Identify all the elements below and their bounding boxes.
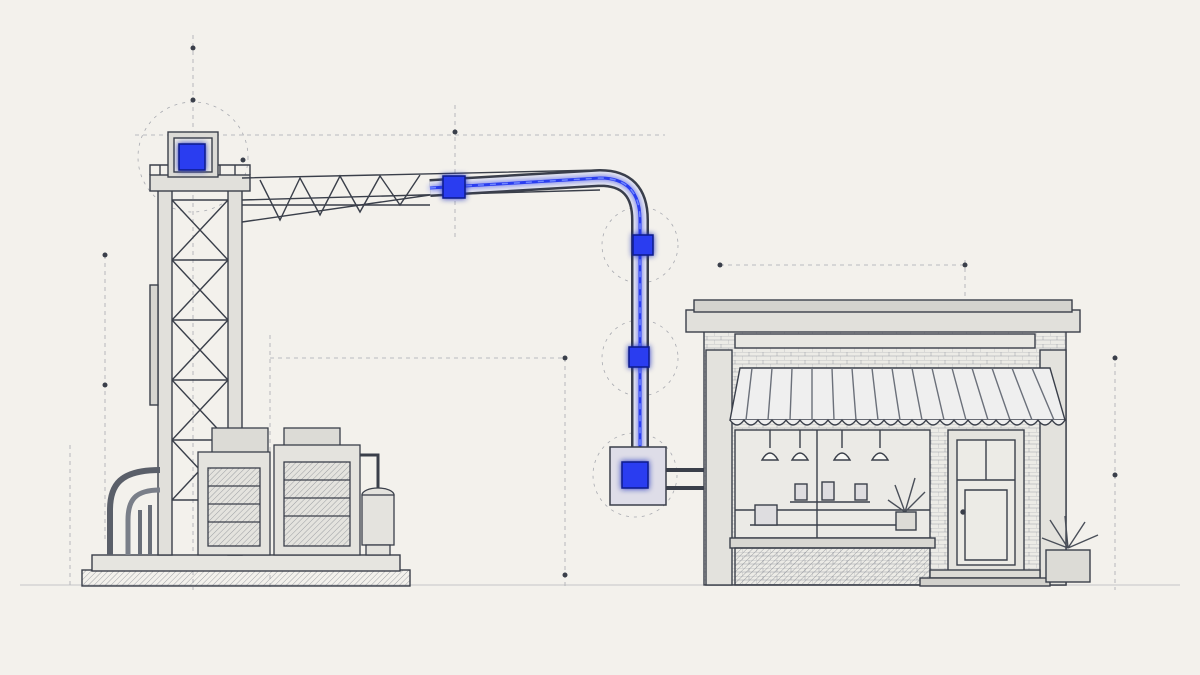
guide-dots [102,45,1118,578]
square-node-icon [621,461,649,489]
connector-pipe [429,168,708,506]
data-nodes [178,143,654,489]
square-node-icon [178,143,206,171]
square-node-icon [442,175,466,199]
storefront [685,299,1099,587]
square-node-icon [632,234,654,256]
lamp-pendant-icon [760,430,890,461]
square-node-icon [628,346,650,368]
server-racks [197,427,395,556]
